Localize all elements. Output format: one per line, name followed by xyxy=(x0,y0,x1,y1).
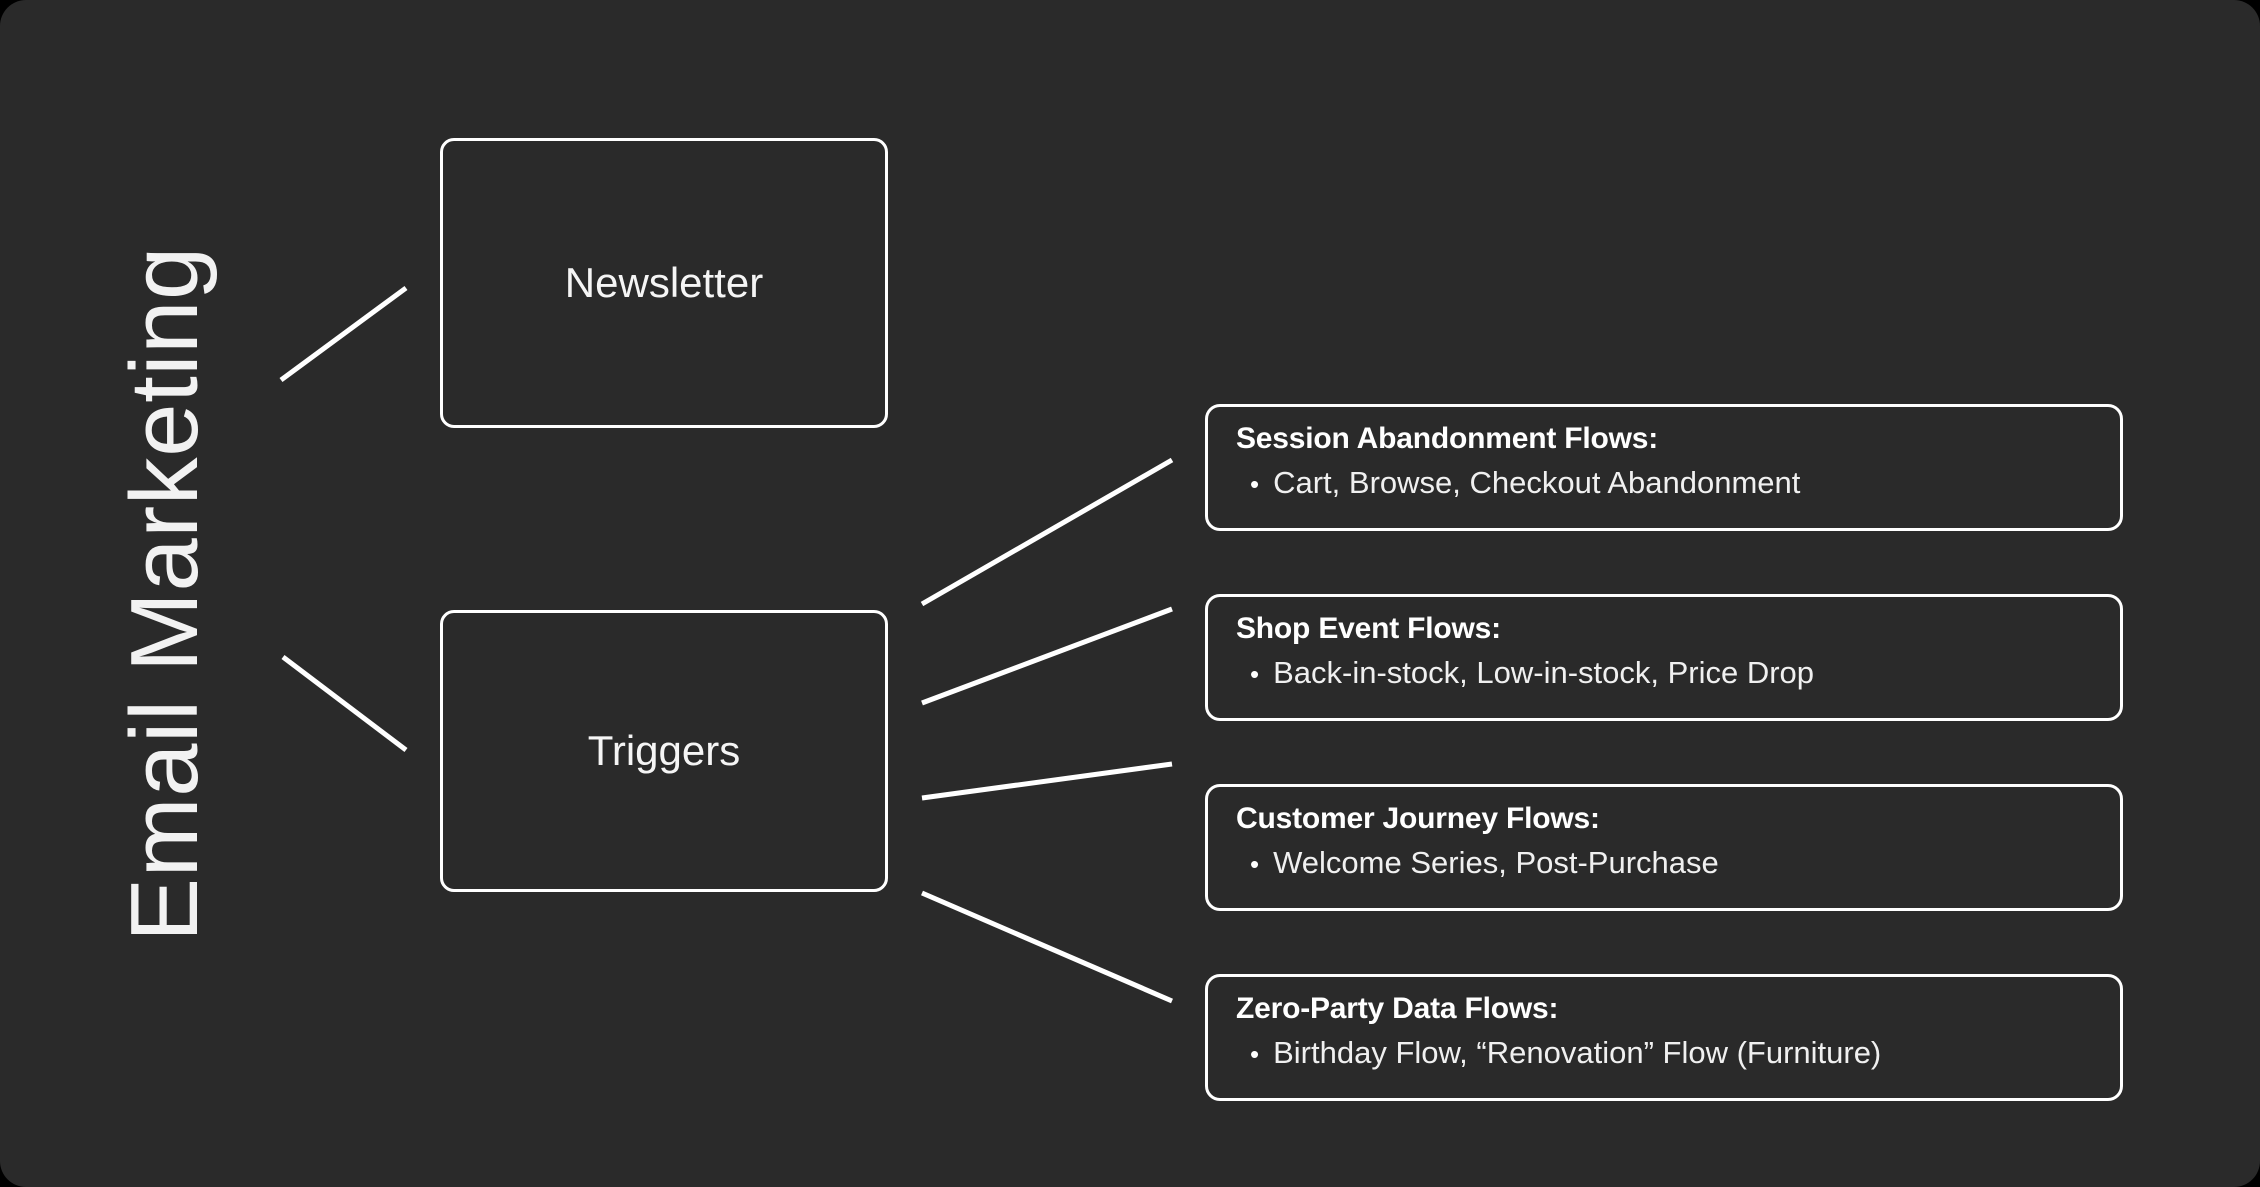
connector-triggers-to-zeroparty xyxy=(921,890,1173,1004)
node-newsletter[interactable]: Newsletter xyxy=(440,138,888,428)
card-bullet-row: • Birthday Flow, “Renovation” Flow (Furn… xyxy=(1236,1034,2120,1070)
page-title-text: Email Marketing xyxy=(111,245,218,942)
card-zero-party-data-flows[interactable]: Zero-Party Data Flows: • Birthday Flow, … xyxy=(1205,974,2123,1101)
card-title: Zero-Party Data Flows: xyxy=(1236,992,1559,1025)
bullet-icon: • xyxy=(1250,658,1260,689)
page-title: Email Marketing xyxy=(0,0,330,1187)
connector-triggers-to-journey xyxy=(921,761,1173,801)
node-triggers[interactable]: Triggers xyxy=(440,610,888,892)
connector-title-to-newsletter xyxy=(279,285,408,383)
card-bullet-row: • Back-in-stock, Low-in-stock, Price Dro… xyxy=(1236,654,2120,690)
card-bullet-text: Welcome Series, Post-Purchase xyxy=(1273,844,1719,880)
bullet-icon: • xyxy=(1250,1038,1260,1069)
bullet-icon: • xyxy=(1250,848,1260,879)
card-shop-event-flows[interactable]: Shop Event Flows: • Back-in-stock, Low-i… xyxy=(1205,594,2123,721)
card-bullet-row: • Welcome Series, Post-Purchase xyxy=(1236,844,2120,880)
card-title: Shop Event Flows: xyxy=(1236,612,1501,645)
card-bullet-text: Cart, Browse, Checkout Abandonment xyxy=(1273,464,1801,500)
card-bullet-row: • Cart, Browse, Checkout Abandonment xyxy=(1236,464,2120,500)
card-bullet-text: Back-in-stock, Low-in-stock, Price Drop xyxy=(1273,654,1815,690)
node-triggers-label: Triggers xyxy=(587,727,741,774)
connector-title-to-triggers xyxy=(281,655,408,752)
card-customer-journey-flows[interactable]: Customer Journey Flows: • Welcome Series… xyxy=(1205,784,2123,911)
card-title: Customer Journey Flows: xyxy=(1236,802,1600,835)
card-session-abandonment-flows[interactable]: Session Abandonment Flows: • Cart, Brows… xyxy=(1205,404,2123,531)
connector-triggers-to-session xyxy=(920,457,1174,607)
node-newsletter-label: Newsletter xyxy=(564,259,764,306)
card-title: Session Abandonment Flows: xyxy=(1236,422,1659,455)
card-bullet-text: Birthday Flow, “Renovation” Flow (Furnit… xyxy=(1273,1034,1882,1070)
bullet-icon: • xyxy=(1250,468,1260,499)
connector-triggers-to-shop xyxy=(921,606,1173,706)
